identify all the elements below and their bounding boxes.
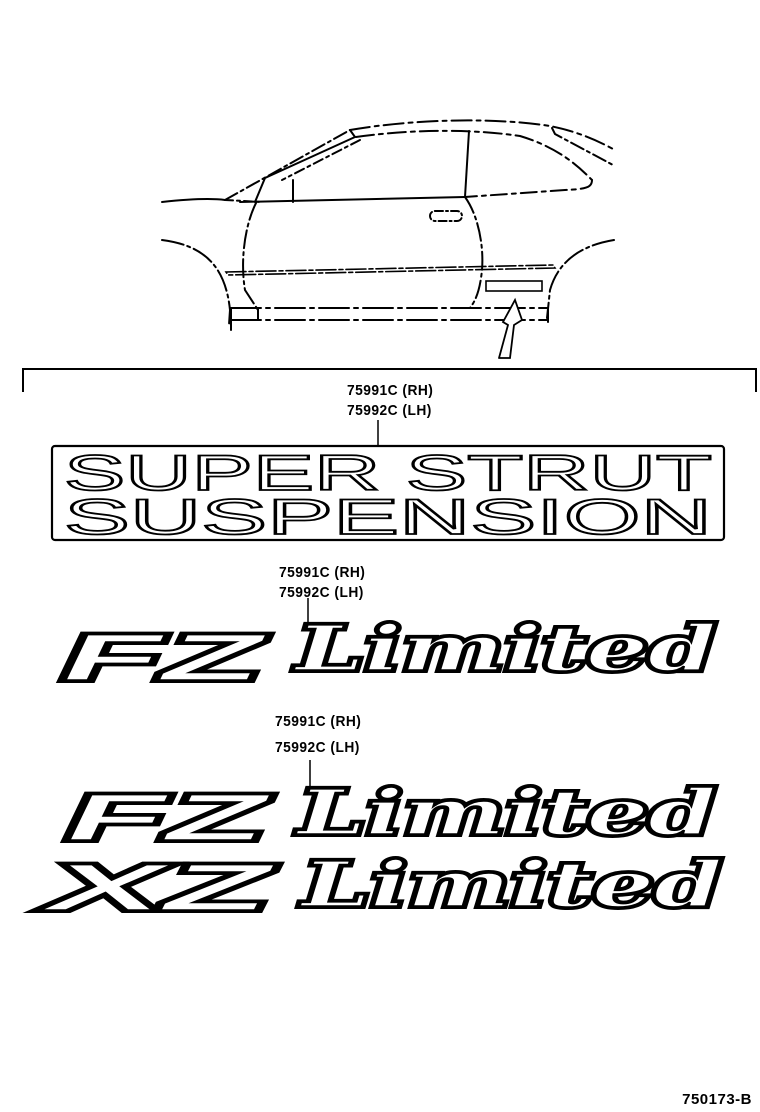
part-number-lh: 75992C (LH) <box>275 739 360 756</box>
svg-text:SUPER STRUT: SUPER STRUT <box>64 445 712 501</box>
fz-limited-emblem-1: FZ FZ Limited Limited <box>59 609 719 697</box>
group-bracket <box>22 368 757 790</box>
part-number-rh: 75991C (RH) <box>279 564 366 581</box>
fz-limited-emblem-2: FZ FZ Limited Limited <box>63 773 719 857</box>
svg-text:Limited: Limited <box>293 612 716 685</box>
svg-text:FZ: FZ <box>66 780 273 854</box>
part-number-lh: 75992C (LH) <box>279 584 364 601</box>
svg-text:Limited: Limited <box>299 848 722 921</box>
svg-text:SUSPENSION: SUSPENSION <box>64 489 712 545</box>
callout-fz-limited-1: 75991C (RH) 75992C (LH) <box>279 563 365 603</box>
svg-text:FZ: FZ <box>62 620 269 694</box>
svg-text:FZ: FZ <box>66 780 273 854</box>
svg-text:Limited: Limited <box>295 776 716 849</box>
car-side-illustration <box>161 119 616 359</box>
part-number-rh: 75991C (RH) <box>347 382 434 399</box>
part-number-lh: 75992C (LH) <box>347 402 432 419</box>
svg-text:XZ: XZ <box>37 850 277 924</box>
svg-text:FZ: FZ <box>62 620 269 694</box>
svg-text:Limited: Limited <box>299 848 722 921</box>
callout-fz-xz-limited-2: 75991C (RH) 75992C (LH) <box>275 709 361 761</box>
xz-limited-emblem: XZ XZ Limited Limited <box>34 845 725 927</box>
svg-text:Limited: Limited <box>293 612 716 685</box>
part-number-rh: 75991C (RH) <box>275 713 362 730</box>
callout-super-strut: 75991C (RH) 75992C (LH) <box>347 381 433 421</box>
svg-text:Limited: Limited <box>295 776 716 849</box>
super-strut-suspension-decal: SUPER STRUT SUSPENSION <box>50 444 726 546</box>
svg-text:XZ: XZ <box>37 850 277 924</box>
figure-number: 750173-B <box>682 1091 752 1108</box>
